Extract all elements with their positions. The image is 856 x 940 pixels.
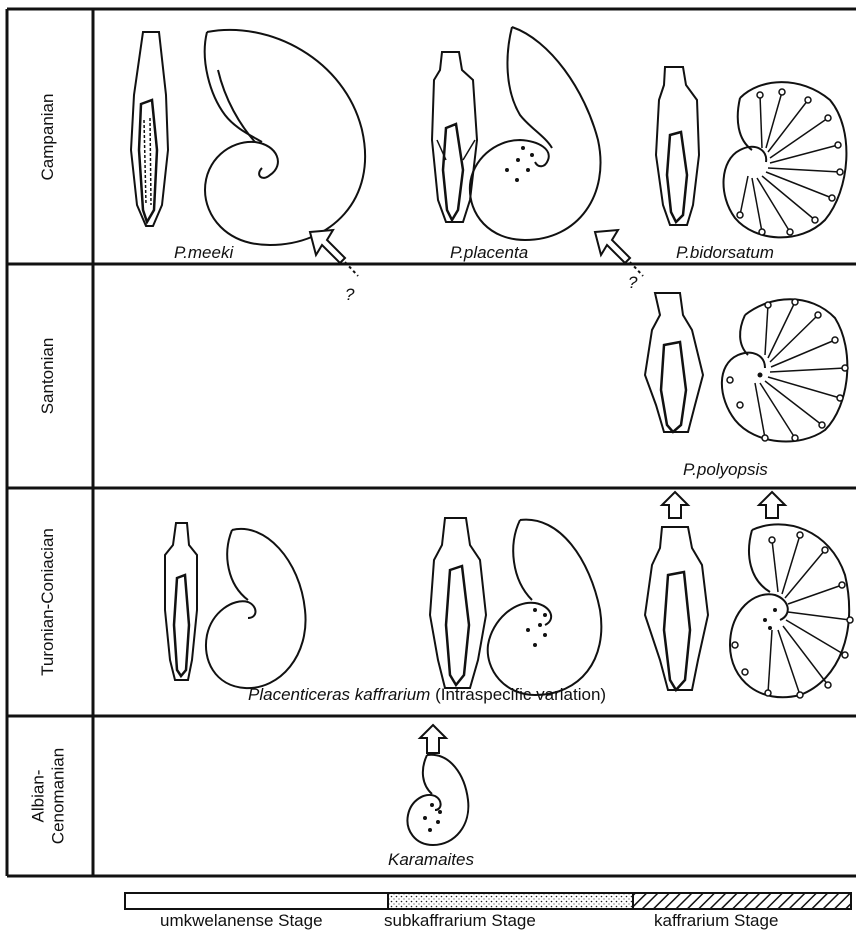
karamaites-lateral-view: [407, 755, 468, 845]
bidorsatum-lateral-view: [724, 82, 847, 237]
meeki-ventral-view: [131, 32, 168, 226]
arrow-up-left: [662, 492, 688, 518]
stage-label-kaffrarium: kaffrarium Stage: [654, 912, 778, 929]
label-p-polyopsis: P.polyopsis: [683, 461, 768, 478]
kaffrarium-lateral-view-2: [488, 520, 602, 695]
stage-bar: [125, 893, 851, 909]
label-karamaites: Karamaites: [388, 851, 474, 868]
period-label-campanian: Campanian: [38, 94, 58, 181]
kaffrarium-ventral-view-2: [430, 518, 486, 688]
label-p-bidorsatum: P.bidorsatum: [676, 244, 774, 261]
arrow-up-karamaites: [420, 725, 446, 753]
stage-segment-kaffrarium: [633, 893, 851, 909]
stage-label-subkaffrarium: subkaffrarium Stage: [384, 912, 536, 929]
stage-label-umkwelanense: umkwelanense Stage: [160, 912, 323, 929]
label-p-placenta: P.placenta: [450, 244, 528, 261]
question-mark-meeki: ?: [345, 286, 354, 303]
period-label-santonian: Santonian: [38, 338, 58, 415]
period-label-albian-cenomanian: Albian- Cenomanian: [28, 748, 67, 844]
arrow-meeki: [310, 230, 358, 276]
placenta-lateral-view: [470, 27, 601, 240]
arrow-placenta: [595, 230, 643, 276]
kaffrarium-ventral-view-3: [645, 527, 708, 690]
kaffrarium-name: Placenticeras kaffrarium: [248, 685, 430, 704]
kaffrarium-note: (Intraspecific variation): [430, 685, 606, 704]
kaffrarium-lateral-view-1: [206, 529, 306, 688]
stage-segment-umkwelanense: [125, 893, 388, 909]
question-mark-placenta: ?: [628, 274, 637, 291]
period-label-turonian-coniacian: Turonian-Coniacian: [38, 528, 58, 676]
arrow-up-right: [759, 492, 785, 518]
polyopsis-ventral-view: [645, 293, 703, 432]
stage-segment-subkaffrarium: [388, 893, 633, 909]
label-p-meeki: P.meeki: [174, 244, 233, 261]
meeki-lateral-view: [205, 30, 365, 245]
polyopsis-lateral-view: [722, 299, 848, 441]
kaffrarium-lateral-view-3: [730, 524, 853, 698]
label-p-kaffrarium: Placenticeras kaffrarium (Intraspecific …: [248, 686, 606, 703]
bidorsatum-ventral-view: [656, 67, 699, 225]
kaffrarium-ventral-view-1: [165, 523, 197, 680]
